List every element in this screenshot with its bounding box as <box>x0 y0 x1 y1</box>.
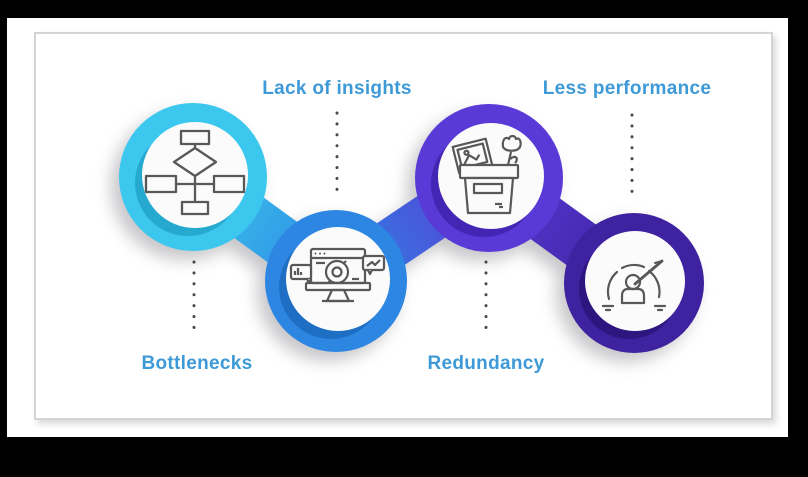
node-redundancy <box>415 104 563 252</box>
node-bottlenecks <box>119 103 267 251</box>
node-chain <box>119 103 704 353</box>
label-less-performance: Less performance <box>542 78 712 99</box>
node-less-performance <box>564 213 704 353</box>
label-lack-of-insights: Lack of insights <box>262 78 412 99</box>
label-redundancy: Redundancy <box>427 353 545 374</box>
speedometer-icon <box>601 259 667 312</box>
node-face <box>585 231 685 331</box>
label-bottlenecks: Bottlenecks <box>141 353 253 374</box>
analytics-monitor-icon <box>289 247 386 303</box>
storage-box-icon <box>451 134 522 215</box>
node-lack-of-insights <box>265 210 407 352</box>
flowchart-icon <box>144 129 246 216</box>
